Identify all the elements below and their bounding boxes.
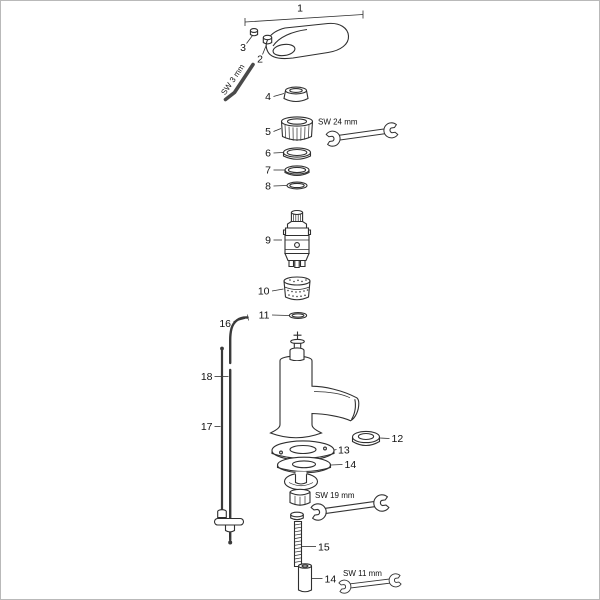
part-4-collar	[283, 86, 309, 103]
allen-key-icon	[223, 62, 255, 102]
part-label-1: 1	[297, 3, 303, 15]
part-14-sleeve	[297, 563, 313, 593]
part-label-2: 2	[257, 54, 263, 66]
part-14-gasket	[276, 456, 332, 474]
part-16-pull-rod	[229, 314, 249, 365]
part-label-16: 16	[219, 318, 231, 330]
part-1-handle-lever	[265, 22, 350, 60]
part-label-10: 10	[258, 286, 270, 298]
faucet-body	[269, 347, 360, 439]
part-label-5: 5	[265, 126, 271, 138]
part-label-3: 3	[240, 42, 246, 54]
part-10-aerator	[283, 276, 311, 301]
part-18-rod	[228, 368, 233, 545]
part-6-spacer-ring	[282, 147, 312, 160]
part-label-6: 6	[265, 148, 271, 160]
part-15-threaded-rod	[293, 520, 303, 568]
part-label-15: 15	[318, 542, 330, 554]
part-5-cartridge-nut	[280, 116, 314, 141]
part-2-plug	[262, 34, 273, 45]
mounting-horseshoe	[283, 471, 319, 491]
tool-label-sw19: SW 19 mm	[315, 491, 355, 500]
part-label-18: 18	[201, 371, 213, 383]
part-label-13: 13	[338, 445, 350, 457]
part-9-cartridge	[282, 209, 312, 269]
part-label-4: 4	[265, 91, 271, 103]
part-17-rod	[220, 346, 224, 512]
mounting-nut	[289, 488, 311, 506]
part-3-grub-screw	[249, 28, 259, 37]
part-12-base-ring	[351, 430, 381, 447]
aerator-knurl-dots	[287, 279, 309, 298]
part-label-14-upper: 14	[345, 459, 357, 471]
part-11-oring	[288, 311, 308, 320]
part-label-12: 12	[392, 433, 404, 445]
tool-label-sw11: SW 11 mm	[343, 569, 382, 578]
part-label-17: 17	[201, 421, 213, 433]
part-label-11: 11	[259, 310, 270, 322]
part-7-oring	[284, 165, 310, 177]
part-label-9: 9	[265, 235, 271, 247]
part-label-8: 8	[265, 181, 271, 193]
part-label-14-lower: 14	[325, 574, 337, 586]
part-label-7: 7	[265, 165, 271, 177]
tool-label-sw24: SW 24 mm	[318, 118, 358, 127]
washer	[290, 511, 304, 521]
part-8-oring	[286, 181, 308, 190]
drain-linkage-foot	[213, 509, 245, 538]
